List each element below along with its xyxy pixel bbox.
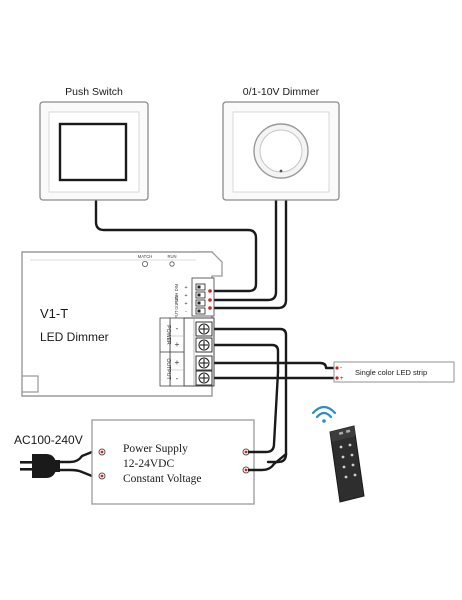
dimmer-0-10v: 0/1-10V Dimmer: [222, 86, 340, 201]
ps-output-wires: [247, 370, 288, 472]
push-wire-dot: [208, 289, 212, 293]
wire-ps-to-power-neg: [247, 452, 288, 472]
push-switch-button[interactable]: [58, 122, 128, 182]
ps-output-dot-neg: [244, 468, 248, 472]
dimmer-label: 0/1-10V Dimmer: [243, 86, 320, 98]
screw-power-neg[interactable]: [195, 321, 213, 337]
controller-mount-tab-bottom: [22, 375, 39, 393]
wire-ps-to-power-pos: [247, 370, 280, 454]
wire-push-switch: [94, 198, 258, 293]
wifi-icon: [311, 405, 337, 423]
wire-power-negative: [211, 327, 288, 464]
led-strip: - + Single color LED strip: [333, 361, 455, 383]
dim-pos-wire-dot: [208, 298, 212, 302]
power-sign-pos: +: [175, 340, 180, 349]
push-sign-2: +: [184, 293, 187, 299]
terminal-push-2-screw: [197, 293, 201, 297]
remote-button: [344, 475, 348, 479]
led-strip-minus: -: [340, 365, 342, 371]
run-label: RUN: [167, 254, 176, 259]
power-supply: Power Supply 12-24VDC Constant Voltage: [91, 419, 255, 505]
wires: [56, 198, 336, 478]
remote-button: [341, 455, 345, 459]
terminal-input-neg-screw: [197, 309, 201, 313]
power-supply-line3: Constant Voltage: [123, 473, 201, 485]
push-switch: Push Switch: [39, 86, 149, 201]
input-sign-neg: -: [185, 309, 187, 315]
remote-control-icon[interactable]: [329, 425, 365, 503]
push-sign-1: +: [184, 285, 187, 291]
match-button[interactable]: [141, 260, 148, 267]
output-sign-neg: -: [176, 374, 179, 383]
power-output-screws: [195, 321, 213, 386]
led-strip-label: Single color LED strip: [355, 368, 427, 377]
dimmer-knob-indicator: [279, 169, 283, 173]
strip-dot-pos: [335, 366, 339, 370]
ps-input-dot-2: [100, 474, 104, 478]
input-label: INPUT 0/1-10V: [174, 295, 179, 324]
remote-top-button: [338, 431, 344, 435]
remote-top-button-2: [345, 429, 351, 433]
run-indicator: [169, 261, 175, 267]
ac-input-label: AC100-240V: [14, 433, 83, 447]
ps-input-dot-1: [100, 450, 104, 454]
screw-output-pos[interactable]: [195, 355, 213, 371]
remote-button: [348, 443, 352, 447]
signal-terminals: [195, 283, 206, 315]
power-label: POWER: [165, 325, 171, 345]
remote-button: [351, 463, 355, 467]
ps-output-dot-pos: [244, 450, 248, 454]
wire-ac-input-2: [56, 468, 94, 478]
match-label: MATCH: [138, 254, 153, 259]
dimmer-knob-inner: [259, 129, 303, 173]
remote-button: [350, 453, 354, 457]
v1t-controller: MATCH RUN V1-T LED Dimmer + + + - PUSH D…: [21, 251, 223, 397]
screw-power-pos[interactable]: [195, 337, 213, 353]
output-sign-pos: +: [175, 358, 180, 367]
remote-button: [339, 445, 343, 449]
power-supply-line2: 12-24VDC: [123, 458, 174, 470]
power-plug-icon: [20, 454, 60, 478]
wire-dimmer-positive: [211, 198, 278, 302]
input-sign-pos: +: [184, 301, 187, 307]
dim-neg-wire-dot: [208, 306, 212, 310]
power-supply-body: [91, 419, 255, 505]
terminal-input-pos-screw: [197, 301, 201, 305]
push-switch-label: Push Switch: [65, 86, 123, 98]
wire-power-positive: [211, 343, 280, 374]
wire-dimmer-negative: [211, 198, 288, 310]
wire-ac-input: [56, 450, 94, 464]
push-dim-label: PUSH DIM: [174, 283, 179, 304]
led-strip-body: [333, 361, 455, 383]
power-sign-neg: -: [176, 324, 179, 333]
power-supply-line1: Power Supply: [123, 443, 188, 455]
strip-dot-neg: [335, 376, 339, 380]
screw-output-neg[interactable]: [195, 370, 213, 386]
controller-name: LED Dimmer: [40, 330, 109, 344]
remote-button: [342, 465, 346, 469]
led-strip-plus: +: [340, 376, 344, 382]
wire-output-positive: [211, 361, 336, 370]
controller-model: V1-T: [40, 306, 68, 321]
output-label: OUTPUT: [165, 358, 171, 380]
controller-mount-tab-top: [196, 251, 223, 277]
terminal-push-1-screw: [197, 285, 201, 289]
remote-button: [353, 473, 357, 477]
